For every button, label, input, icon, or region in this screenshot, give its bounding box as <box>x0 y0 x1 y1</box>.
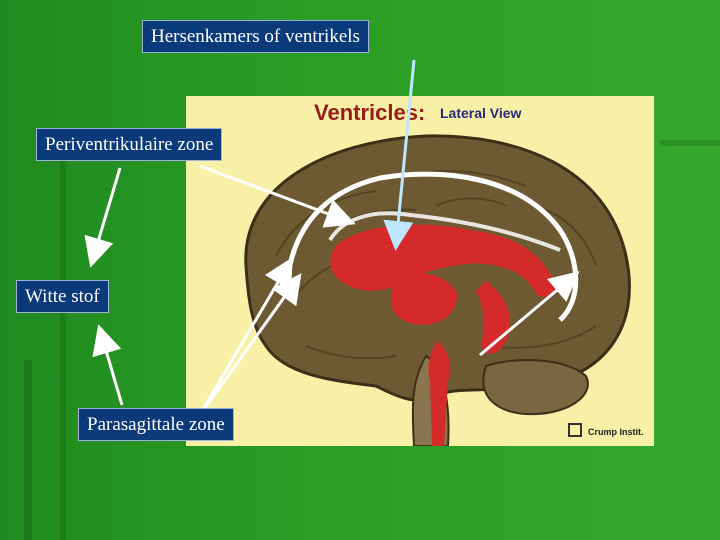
ventricles-label: Hersenkamers of ventrikels <box>142 20 369 53</box>
white-matter-arrow-down <box>92 324 124 406</box>
cerebellum-shape <box>482 359 589 416</box>
white-matter-label: Witte stof <box>16 280 109 313</box>
white-matter-arrow-right <box>479 271 580 357</box>
periventricular-label: Periventrikulaire zone <box>36 128 223 161</box>
crump-logo-icon <box>568 423 582 437</box>
background-stripe <box>660 140 720 146</box>
fourth-ventricle-shape <box>428 341 451 446</box>
figure-subtitle: Lateral View <box>440 105 522 121</box>
parasagittal-label: Parasagittale zone <box>78 408 234 441</box>
periventricular-arrow <box>199 164 356 228</box>
ventricles-arrow <box>383 59 416 251</box>
background-stripe <box>24 360 32 540</box>
background-stripe <box>60 160 66 540</box>
periventricular-outline <box>287 171 579 322</box>
third-ventricle-shape <box>391 272 458 325</box>
parasagittal-arrow-1 <box>198 273 302 416</box>
parasagittal-outline <box>328 211 561 252</box>
figure-credit: Crump Instit. <box>588 427 644 437</box>
white-matter-arrow-up <box>84 167 122 268</box>
